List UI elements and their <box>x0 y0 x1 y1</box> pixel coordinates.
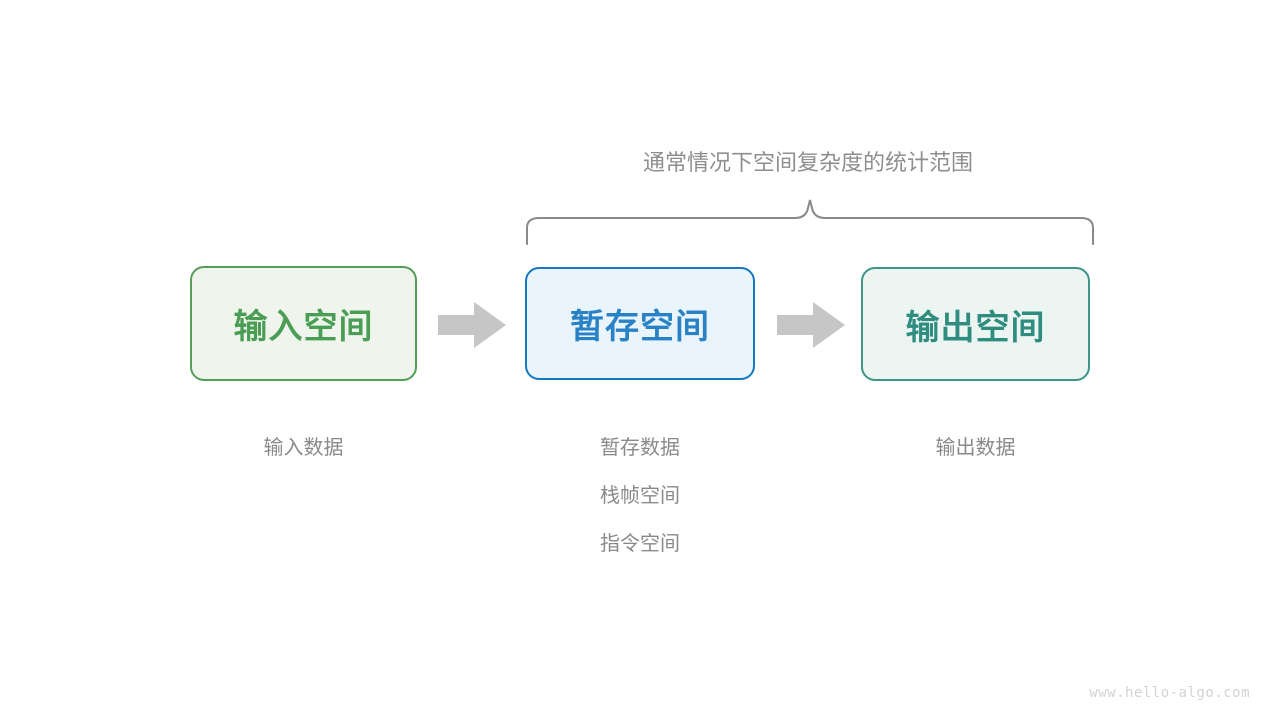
brace-caption-suffix: 的统计范围 <box>863 150 974 175</box>
stage-box-input-label: 输入空间 <box>233 308 374 346</box>
caption-line: 输出数据 <box>935 437 1016 459</box>
stage-caption-output: 输出数据 <box>861 424 1090 472</box>
arrow-right-icon-1 <box>438 302 506 348</box>
curly-brace-icon <box>526 199 1094 245</box>
stage-box-output[interactable]: 输出空间 <box>861 267 1090 381</box>
brace-caption-emphasis: 空间复杂度 <box>752 150 864 175</box>
brace-caption: 通常情况下空间复杂度的统计范围 <box>643 148 973 178</box>
caption-line: 指令空间 <box>600 533 680 555</box>
caption-line: 暂存数据 <box>600 437 680 459</box>
stage-box-temp[interactable]: 暂存空间 <box>525 267 755 380</box>
stage-box-output-label: 输出空间 <box>905 308 1046 347</box>
stage-caption-temp: 暂存数据 栈帧空间 指令空间 <box>525 424 755 568</box>
brace-caption-prefix: 通常情况下 <box>642 150 753 175</box>
watermark: www.hello-algo.com <box>1089 685 1250 701</box>
caption-line: 栈帧空间 <box>600 485 680 507</box>
arrow-right-icon-2 <box>777 302 845 348</box>
stage-box-temp-label: 暂存空间 <box>570 308 710 346</box>
stage-caption-input: 输入数据 <box>190 424 417 472</box>
stage-box-input[interactable]: 输入空间 <box>190 266 417 381</box>
caption-line: 输入数据 <box>263 437 344 459</box>
